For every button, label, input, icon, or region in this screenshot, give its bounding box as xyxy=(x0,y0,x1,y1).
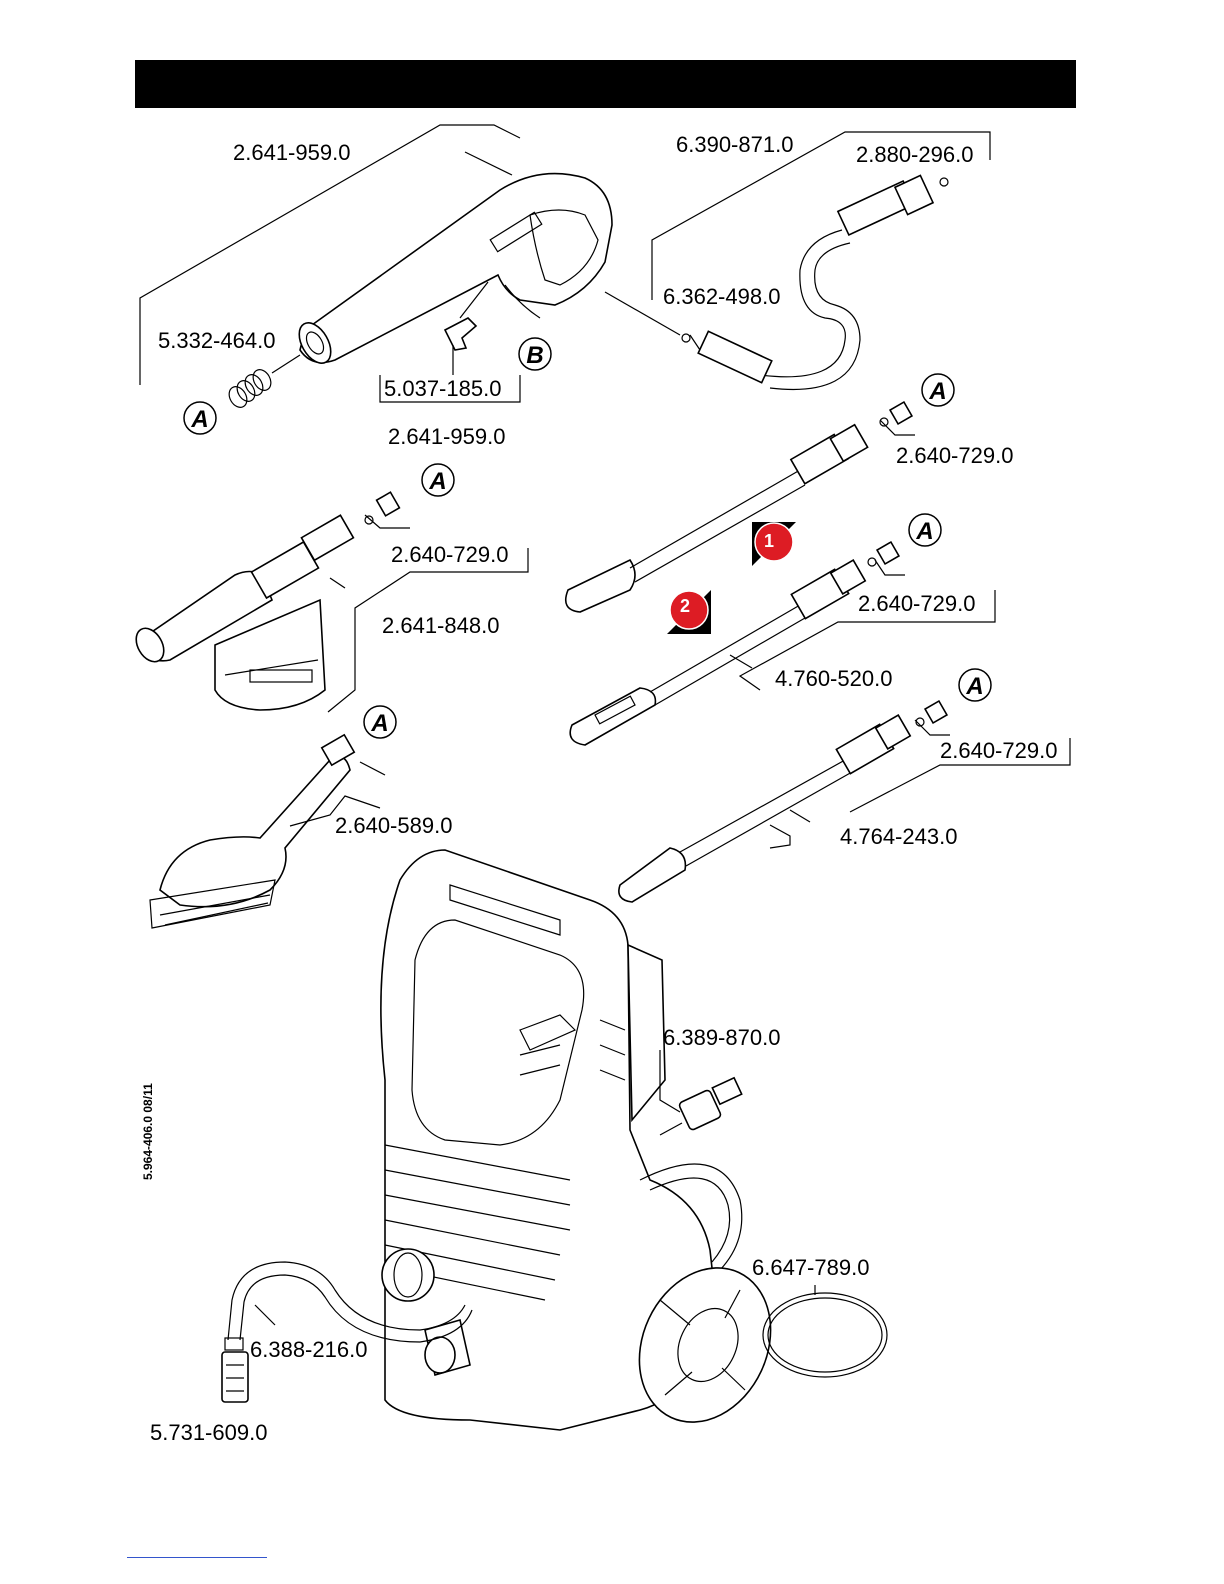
label-nozzle-kit-3: 2.640-729.0 xyxy=(858,591,975,616)
label-dirt-blaster: 4.764-243.0 xyxy=(840,824,957,849)
label-wash-brush: 2.640-589.0 xyxy=(335,813,452,838)
label-gun-spring: 5.332-464.0 xyxy=(158,328,275,353)
wash-brush-drawing xyxy=(150,735,354,928)
lance-3-drawing xyxy=(619,701,947,902)
label-cable-strap: 6.647-789.0 xyxy=(752,1255,869,1280)
badge-2: 2 xyxy=(667,590,711,634)
label-hose-assembly: 6.390-871.0 xyxy=(676,132,793,157)
badge-1: 1 xyxy=(752,522,796,566)
label-nozzle-kit-1: 2.640-729.0 xyxy=(896,443,1013,468)
trigger-gun-drawing xyxy=(293,174,680,369)
svg-text:1: 1 xyxy=(764,531,774,551)
label-nozzle-kit-2: 2.640-729.0 xyxy=(391,542,508,567)
svg-text:A: A xyxy=(915,518,933,545)
label-suction-hose: 6.388-216.0 xyxy=(250,1337,367,1362)
callout-a-lance-1: A xyxy=(922,374,954,406)
callout-a-gun: A xyxy=(184,402,216,434)
callout-b-gun: B xyxy=(519,338,551,370)
spring-drawing xyxy=(226,355,300,411)
callout-a-lance-2: A xyxy=(909,514,941,546)
callout-a-foam: A xyxy=(422,464,454,496)
svg-text:2: 2 xyxy=(680,596,690,616)
label-gun-clip: 5.037-185.0 xyxy=(384,376,501,401)
foam-nozzle-drawing xyxy=(131,492,400,710)
svg-text:A: A xyxy=(370,710,388,737)
label-hose-nut-oring: 2.880-296.0 xyxy=(856,142,973,167)
svg-text:A: A xyxy=(190,406,208,433)
label-water-connector: 6.389-870.0 xyxy=(663,1025,780,1050)
water-connector-drawing xyxy=(678,1078,741,1131)
svg-text:A: A xyxy=(928,378,946,405)
label-nozzle-kit-4: 2.640-729.0 xyxy=(940,738,1057,763)
footer-rule xyxy=(127,1557,267,1558)
label-foam-nozzle: 2.641-848.0 xyxy=(382,613,499,638)
document-code: 5.964-406.0 08/11 xyxy=(141,1083,155,1180)
callout-a-brush: A xyxy=(364,706,396,738)
svg-text:B: B xyxy=(526,342,543,369)
callout-a-lance-3: A xyxy=(959,669,991,701)
label-gun-assembly: 2.641-959.0 xyxy=(233,140,350,165)
label-vario-lance: 4.760-520.0 xyxy=(775,666,892,691)
high-pressure-hose-drawing xyxy=(682,175,948,389)
label-filter: 5.731-609.0 xyxy=(150,1420,267,1445)
svg-text:A: A xyxy=(428,468,446,495)
label-gun-repeat: 2.641-959.0 xyxy=(388,424,505,449)
svg-text:A: A xyxy=(965,673,983,700)
cable-strap-drawing xyxy=(763,1293,887,1377)
label-hose-oring: 6.362-498.0 xyxy=(663,284,780,309)
